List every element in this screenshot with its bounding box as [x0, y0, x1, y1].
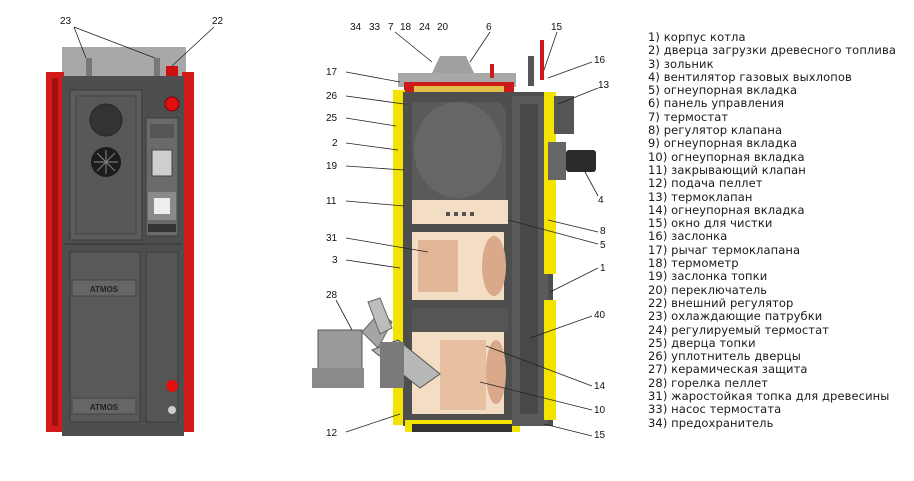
- legend-item: 23) охлаждающие патрубки: [648, 309, 823, 324]
- legend-item: 28) горелка пеллет: [648, 375, 769, 390]
- legend-item: 9) огнеупорная вкладка: [648, 136, 798, 151]
- callout-28: 28: [326, 290, 338, 301]
- legend-item: 3) зольник: [648, 56, 714, 71]
- callout-1: 1: [600, 263, 606, 274]
- legend-item: 24) регулируемый термостат: [648, 322, 830, 337]
- callout-33: 33: [369, 22, 381, 33]
- top-cover: [62, 47, 186, 77]
- legend-item: 7) термостат: [648, 109, 729, 124]
- legend-item: 12) подача пеллет: [648, 176, 763, 191]
- legend-item: 11) закрывающий клапан: [648, 162, 806, 177]
- callout-24: 24: [419, 22, 431, 33]
- pellet-burner: [317, 329, 363, 371]
- callout-13: 13: [598, 80, 610, 91]
- legend-item: 6) панель управления: [648, 96, 785, 111]
- callout-23: 23: [60, 16, 72, 27]
- callout-2: 2: [332, 138, 338, 149]
- legend-item: 22) внешний регулятор: [648, 295, 794, 310]
- right-insulation: [544, 92, 556, 274]
- callout-26: 26: [326, 91, 338, 102]
- lower-door: [69, 251, 141, 423]
- legend-item: 25) дверца топки: [648, 335, 756, 350]
- callout-8: 8: [600, 226, 606, 237]
- legend-item: 1) корпус котла: [648, 30, 746, 44]
- legend-item: 17) рычаг термоклапана: [648, 242, 801, 257]
- callout-15-bottom: 15: [594, 430, 606, 441]
- callout-25: 25: [326, 113, 338, 124]
- callout-5: 5: [600, 240, 606, 251]
- callout-17: 17: [326, 67, 338, 78]
- front-view: ATMOS ATMOS 23 22: [46, 16, 224, 436]
- callout-7: 7: [388, 22, 394, 33]
- inspection-hole-top: [89, 103, 123, 137]
- callout-31: 31: [326, 233, 338, 244]
- callout-4: 4: [598, 195, 604, 206]
- callout-12: 12: [326, 428, 338, 439]
- section-view: 34 33 7 18 24 20 6 15 17 26 25 2 19 11 3…: [312, 22, 610, 441]
- nozzle-block: [412, 200, 508, 224]
- legend-item: 4) вентилятор газовых выхлопов: [648, 69, 852, 84]
- legend-item: 19) заслонка топки: [648, 269, 768, 284]
- external-regulator-knob: [164, 96, 180, 112]
- door-badge-bottom: ATMOS: [90, 403, 119, 412]
- exhaust-fan: [548, 142, 566, 180]
- legend-item: 16) заслонка: [648, 229, 728, 244]
- legend-item: 14) огнеупорная вкладка: [648, 202, 805, 217]
- callout-20: 20: [437, 22, 449, 33]
- legend-item: 18) термометр: [648, 256, 739, 271]
- legend-item: 34) предохранитель: [648, 415, 774, 430]
- callout-40: 40: [594, 310, 606, 321]
- legend-item: 31) жаростойкая топка для древесины: [648, 389, 890, 404]
- legend-item: 27) керамическая защита: [648, 362, 808, 377]
- callout-14: 14: [594, 381, 606, 392]
- parts-legend: 1) корпус котла 2) дверца загрузки древе…: [648, 30, 896, 430]
- legend-item: 5) огнеупорная вкладка: [648, 83, 798, 98]
- callout-11: 11: [326, 196, 337, 207]
- callout-3: 3: [332, 255, 338, 266]
- display-window: [151, 149, 173, 177]
- callout-18: 18: [400, 22, 412, 33]
- legend-item: 15) окно для чистки: [648, 216, 773, 231]
- callout-10: 10: [594, 405, 606, 416]
- legend-item: 13) термоклапан: [648, 189, 753, 204]
- legend-item: 8) регулятор клапана: [648, 123, 783, 138]
- legend-item: 20) переключатель: [648, 282, 768, 297]
- door-badge-top: ATMOS: [90, 285, 119, 294]
- right-red-panel: [182, 72, 194, 432]
- legend-item: 10) огнеупорная вкладка: [648, 149, 805, 164]
- callout-6: 6: [486, 22, 492, 33]
- legend-item: 26) уплотнитель дверцы: [648, 349, 801, 364]
- callout-19: 19: [326, 161, 338, 172]
- legend-item: 2) дверца загрузки древесного топлива: [648, 43, 896, 58]
- callout-34: 34: [350, 22, 362, 33]
- callout-22: 22: [212, 16, 224, 27]
- callout-15-top: 15: [551, 22, 563, 33]
- callout-16: 16: [594, 55, 606, 66]
- legend-item: 33) насос термостата: [648, 402, 782, 417]
